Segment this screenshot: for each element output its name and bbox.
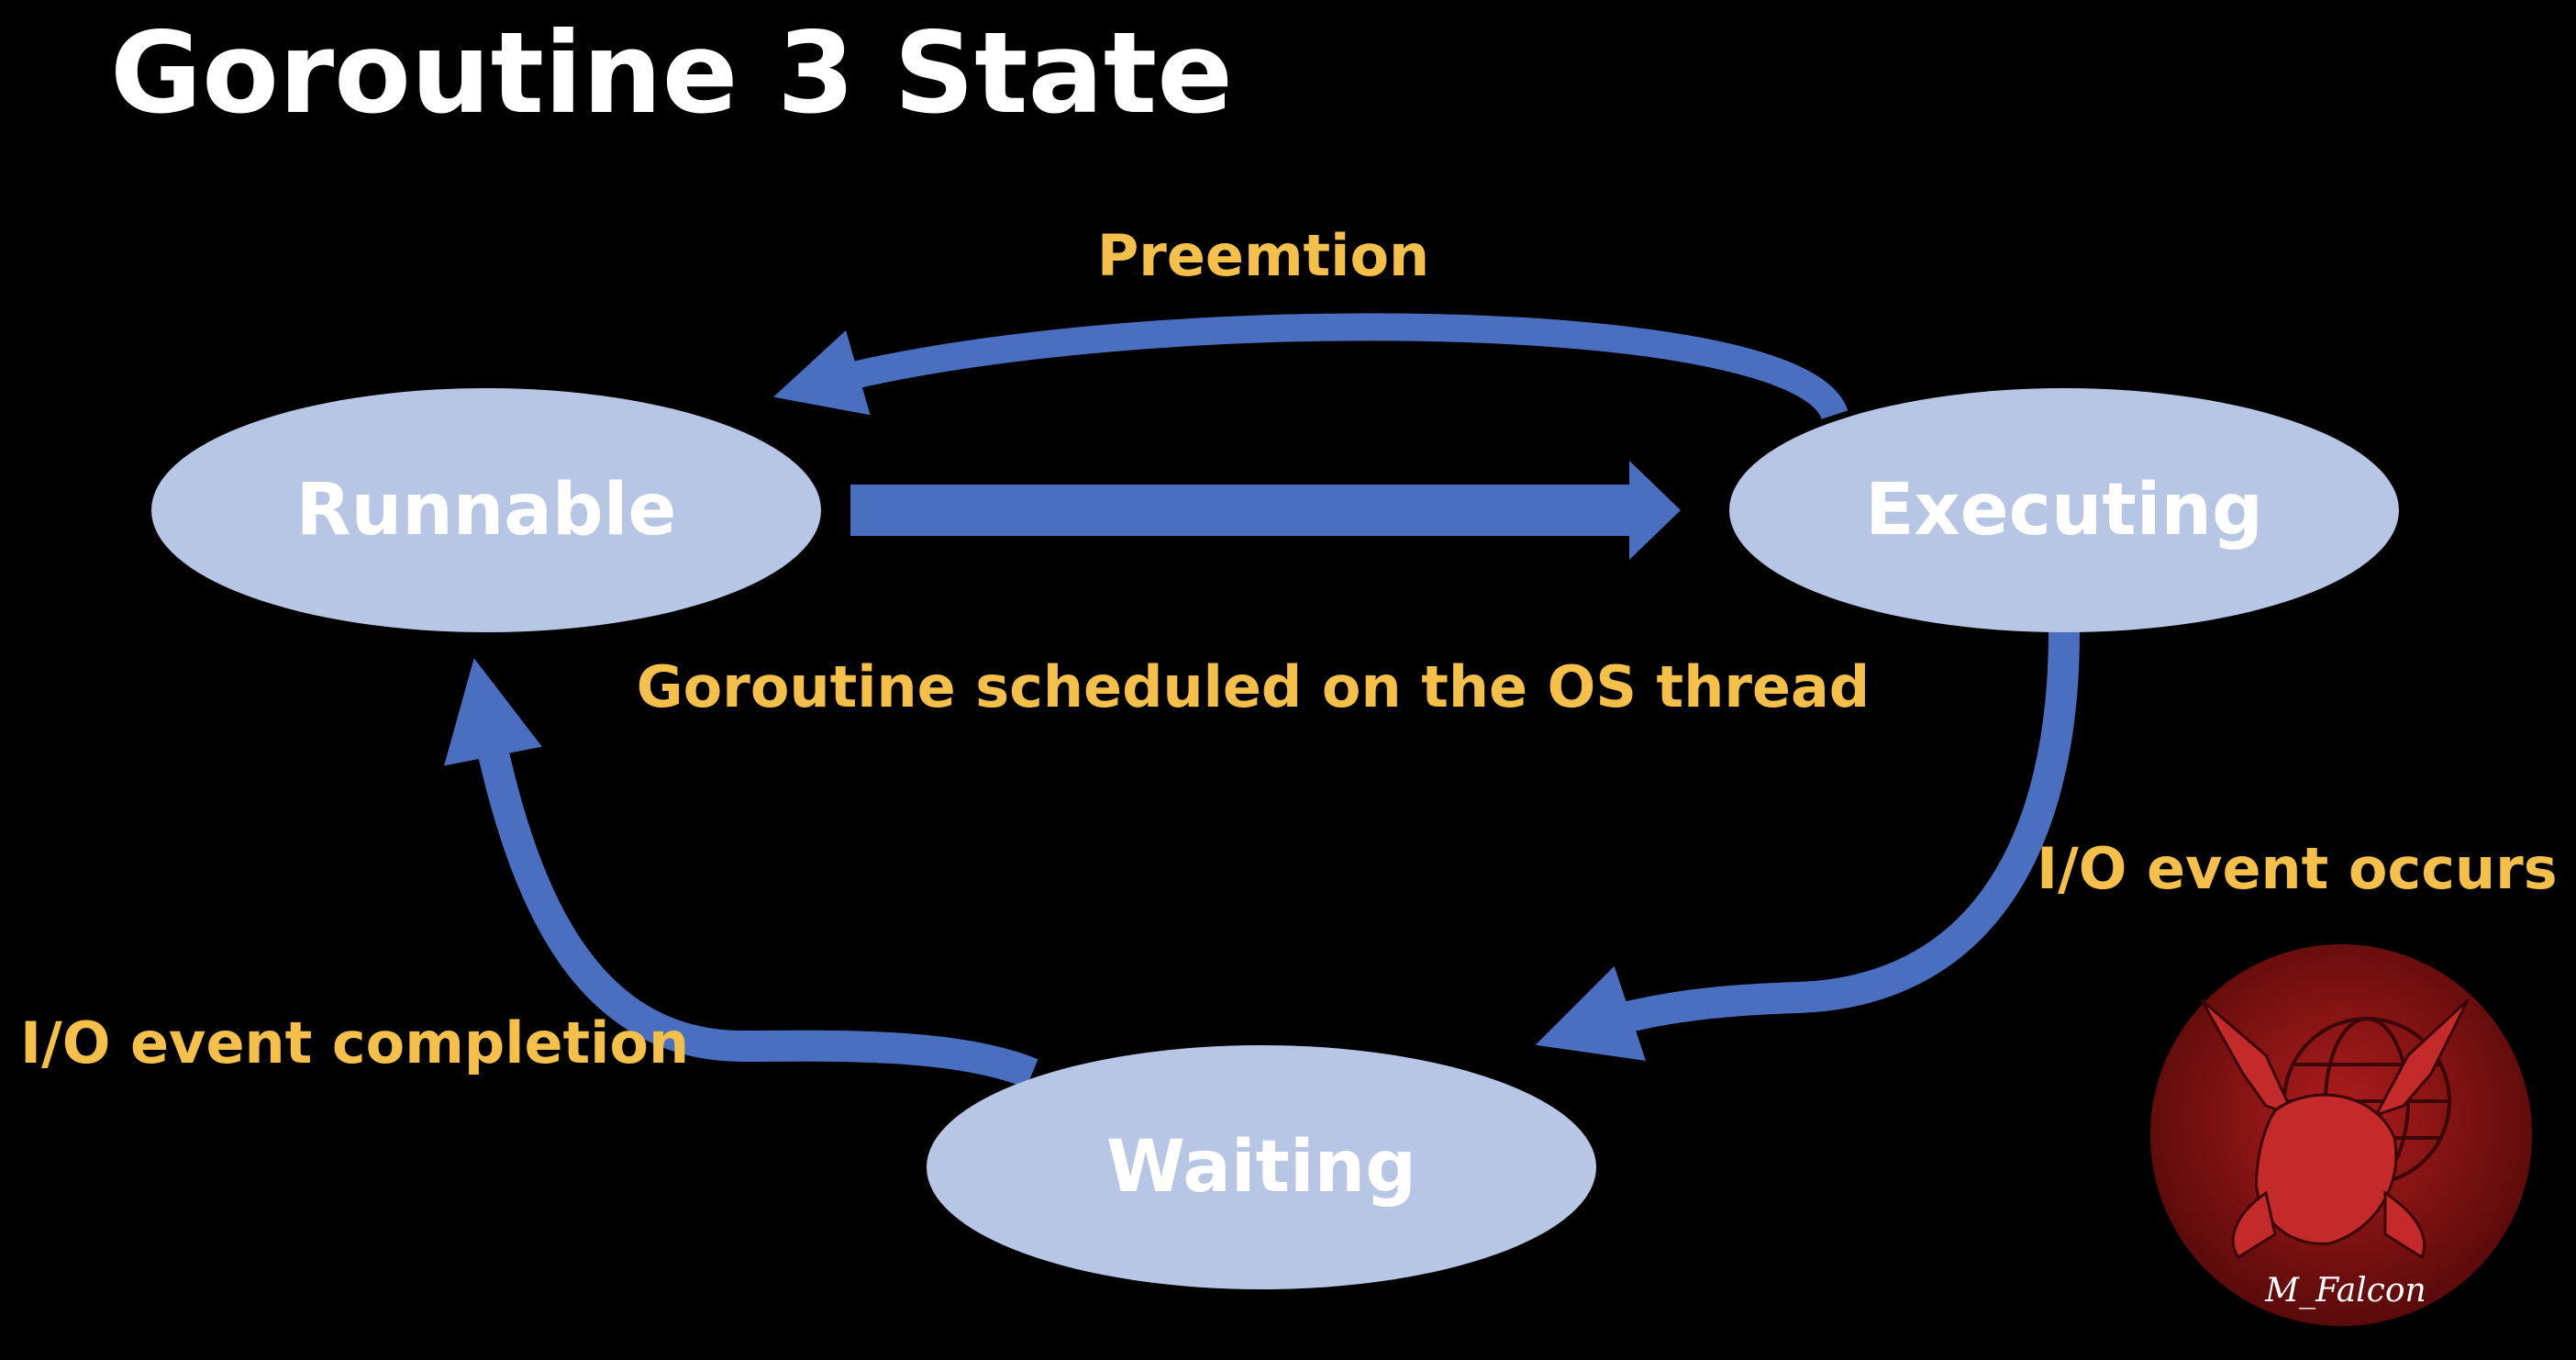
edge-label-scheduled: Goroutine scheduled on the OS thread (637, 653, 1870, 720)
node-executing-label: Executing (1865, 469, 2263, 552)
preemption-arrow (773, 313, 1849, 421)
node-runnable-label: Runnable (296, 469, 677, 552)
io-completion-arrow (444, 658, 1038, 1088)
node-waiting-label: Waiting (1106, 1126, 1416, 1209)
schedule-arrowhead (1629, 461, 1681, 560)
page-title: Goroutine 3 State (110, 8, 1233, 139)
edge-label-io-completion: I/O event completion (20, 1009, 689, 1076)
logo-text: M_Falcon (2264, 1272, 2426, 1310)
node-waiting: Waiting (927, 1045, 1596, 1289)
edge-label-preemption: Preemtion (1097, 222, 1429, 289)
node-runnable: Runnable (151, 388, 821, 632)
falcon-logo: M_Falcon (2150, 944, 2532, 1326)
io-occurs-arrow (1535, 630, 2080, 1061)
node-executing: Executing (1729, 388, 2399, 632)
eagle-icon (2200, 998, 2470, 1260)
edge-label-io-occurs: I/O event occurs (2037, 835, 2558, 902)
